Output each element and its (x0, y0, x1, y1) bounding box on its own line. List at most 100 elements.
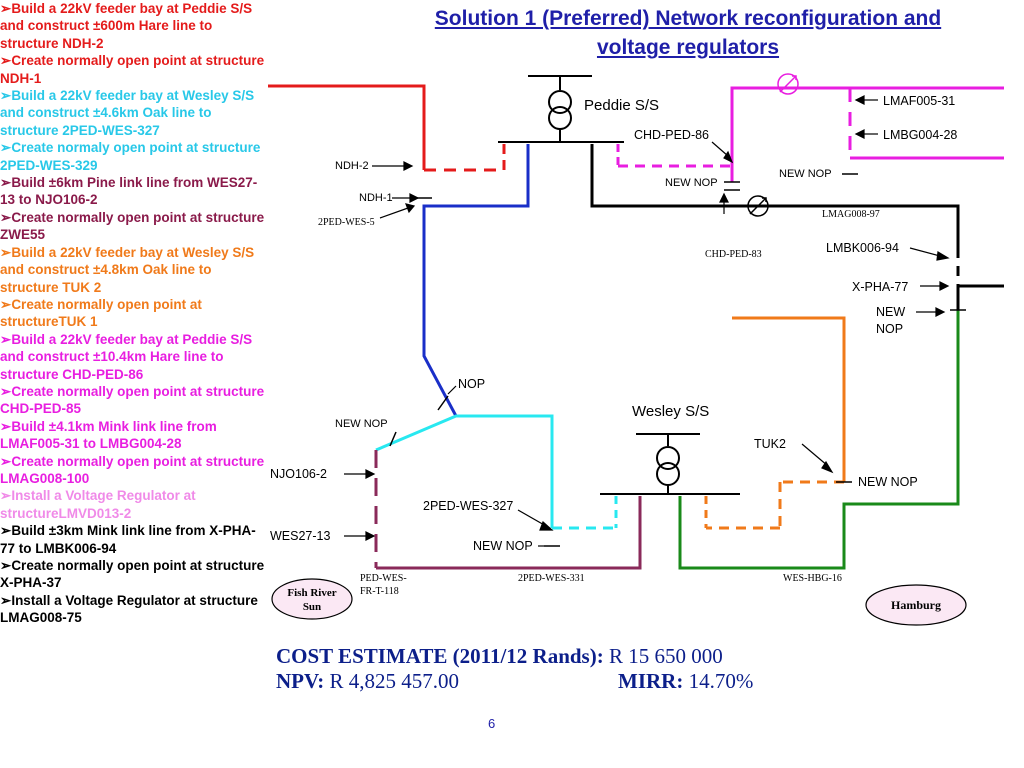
peddie-substation (498, 75, 624, 143)
step-text: Build a 22kV feeder bay at Peddie S/S an… (0, 331, 253, 382)
bullet-arrow-icon: ➢ (0, 331, 12, 347)
step-text: Install a Voltage Regulator at structure… (0, 488, 196, 521)
label-tuk2: TUK2 (754, 437, 786, 451)
label-new-nop-lmag: NEW NOP (779, 168, 832, 180)
step-text: Install a Voltage Regulator at structure… (0, 592, 258, 626)
voltage-regulator-icon (777, 73, 799, 95)
label-lmbk006-94: LMBK006-94 (826, 241, 899, 255)
red-feeder (268, 84, 506, 172)
bullet-arrow-icon: ➢ (0, 1, 12, 16)
step-text: Build ±4.1km Mink link line from LMAF005… (0, 418, 217, 452)
magenta-feeder (616, 86, 1004, 182)
step-item: ➢Build ±6km Pine link line from WES27-13… (0, 174, 268, 209)
bullet-arrow-icon: ➢ (0, 453, 12, 469)
bullet-arrow-icon: ➢ (0, 592, 12, 608)
voltage-regulator-icon (747, 195, 769, 217)
label-nop: NOP (458, 377, 485, 391)
step-item: ➢Build a 22kV feeder bay at Wesley S/S a… (0, 244, 268, 296)
label-hamburg: Hamburg (891, 598, 941, 612)
label-lmaf005-31: LMAF005-31 (883, 94, 955, 108)
label-new-nop-njo: NEW NOP (335, 418, 388, 430)
bullet-arrow-icon: ➢ (0, 175, 12, 191)
step-item: ➢Create normally open point at structure… (0, 296, 268, 331)
label-chd-ped-83: CHD-PED-83 (705, 249, 762, 260)
cost-estimate-value: R 15 650 000 (608, 644, 723, 668)
orange-feeder (704, 316, 846, 530)
fish-river-sun-node: Fish River Sun (271, 578, 353, 620)
label-fish-river: Fish River (287, 587, 336, 599)
bullet-arrow-icon: ➢ (0, 523, 12, 539)
bullet-arrow-icon: ➢ (0, 488, 12, 504)
step-text: Build ±3km Mink link line from X-PHA-77 … (0, 523, 256, 556)
npv-label: NPV: (276, 669, 325, 693)
hamburg-node: Hamburg (865, 584, 967, 626)
step-item: ➢Build ±4.1km Mink link line from LMAF00… (0, 418, 268, 453)
step-item: ➢Build a 22kV feeder bay at Peddie S/S a… (0, 331, 268, 383)
maroon-feeder (374, 450, 642, 570)
step-text: Build a 22kV feeder bay at Peddie S/S an… (0, 1, 253, 51)
step-text: Create normally open point at structure … (0, 453, 265, 486)
label-x-pha-77: X-PHA-77 (852, 280, 908, 294)
step-text: Create normally open point at structure … (0, 53, 265, 86)
step-item: ➢Create normally open point at structure… (0, 453, 268, 488)
step-item: ➢Build a 22kV feeder bay at Peddie S/S a… (0, 0, 268, 52)
label-new-nop-stack-1: NEW (876, 305, 905, 319)
step-item: ➢Create normally open point at structure… (0, 52, 268, 87)
label-lmbg004-28: LMBG004-28 (883, 128, 957, 142)
bullet-arrow-icon: ➢ (0, 296, 12, 312)
bullet-arrow-icon: ➢ (0, 53, 12, 69)
label-peddie-substation: Peddie S/S (584, 97, 659, 114)
label-chd-ped-86: CHD-PED-86 (634, 128, 709, 142)
step-text: Create normally open point at structureT… (0, 296, 202, 330)
mirr-label: MIRR: (618, 669, 684, 693)
label-2ped-wes-331: 2PED-WES-331 (518, 573, 585, 584)
cost-estimate-label: COST ESTIMATE (2011/12 Rands): (276, 644, 604, 668)
step-item: ➢Create normally open point at structure… (0, 209, 268, 244)
steps-list: ➢Build a 22kV feeder bay at Peddie S/S a… (0, 0, 268, 627)
label-2ped-wes-5: 2PED-WES-5 (318, 217, 375, 228)
label-new-nop-tuk: NEW NOP (858, 475, 918, 489)
cyan-feeder (375, 414, 618, 530)
step-text: Build a 22kV feeder bay at Wesley S/S an… (0, 244, 255, 295)
label-njo106-2: NJO106-2 (270, 467, 327, 481)
step-item: ➢Create normally open point at structure… (0, 557, 268, 592)
bullet-arrow-icon: ➢ (0, 140, 12, 156)
bullet-arrow-icon: ➢ (0, 209, 12, 225)
label-wesley-substation: Wesley S/S (632, 403, 709, 420)
label-new-nop-stack-2: NOP (876, 322, 903, 336)
label-ndh-2: NDH-2 (335, 160, 369, 172)
label-2ped-wes-327: 2PED-WES-327 (423, 499, 513, 513)
label-wes-hbg-16: WES-HBG-16 (783, 573, 842, 584)
step-item: ➢Install a Voltage Regulator at structur… (0, 487, 268, 522)
step-text: Create normaly open point at structure 2… (0, 140, 261, 173)
npv-value: R 4,825 457.00 (329, 669, 459, 693)
step-text: Create normally open point at structure … (0, 209, 265, 243)
label-wes27-13: WES27-13 (270, 529, 330, 543)
step-item: ➢Create normaly open point at structure … (0, 139, 268, 174)
step-text: Create normally open point at structure … (0, 558, 265, 591)
label-lmag008-97: LMAG008-97 (822, 209, 880, 220)
open-point-markers (389, 173, 966, 547)
bullet-arrow-icon: ➢ (0, 88, 12, 104)
step-item: ➢Install a Voltage Regulator at structur… (0, 592, 268, 627)
label-ndh-1: NDH-1 (359, 192, 393, 204)
bullet-arrow-icon: ➢ (0, 558, 12, 573)
npv: NPV: R 4,825 457.00 (276, 669, 459, 694)
cost-estimate: COST ESTIMATE (2011/12 Rands): R 15 650 … (276, 644, 723, 669)
label-new-nop-wes: NEW NOP (473, 539, 533, 553)
mirr: MIRR: 14.70% (618, 669, 753, 694)
bullet-arrow-icon: ➢ (0, 418, 12, 434)
step-text: Build ±6km Pine link line from WES27-13 … (0, 175, 258, 208)
bullet-arrow-icon: ➢ (0, 383, 12, 399)
label-new-nop-chd: NEW NOP (665, 177, 718, 189)
green-feeder (678, 310, 960, 570)
blue-feeder (422, 144, 530, 417)
bullet-arrow-icon: ➢ (0, 244, 12, 260)
page-number: 6 (488, 716, 496, 731)
wesley-substation (600, 433, 740, 495)
step-item: ➢Build a 22kV feeder bay at Wesley S/S a… (0, 87, 268, 139)
step-text: Build a 22kV feeder bay at Wesley S/S an… (0, 88, 255, 138)
label-ped-wes-fr-2: FR-T-118 (360, 586, 399, 597)
step-item: ➢Build ±3km Mink link line from X-PHA-77… (0, 522, 268, 557)
